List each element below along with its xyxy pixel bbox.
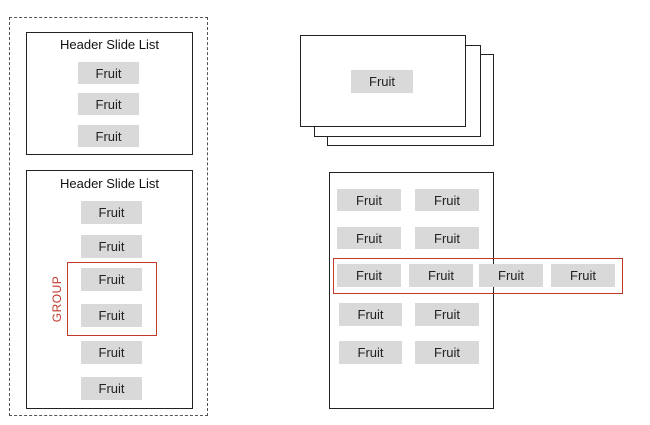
fruit-chip[interactable]: Fruit — [415, 227, 479, 249]
fruit-chip[interactable]: Fruit — [415, 189, 479, 211]
fruit-chip[interactable]: Fruit — [81, 304, 142, 327]
fruit-chip[interactable]: Fruit — [81, 341, 142, 364]
fruit-chip[interactable]: Fruit — [479, 264, 543, 287]
fruit-chip[interactable]: Fruit — [409, 264, 473, 287]
header-slide-list-2-title: Header Slide List — [60, 176, 159, 191]
fruit-chip[interactable]: Fruit — [415, 303, 479, 326]
header-slide-list-1-title: Header Slide List — [60, 37, 159, 52]
fruit-chip[interactable]: Fruit — [78, 62, 139, 84]
row-group-box — [333, 258, 623, 294]
fruit-chip[interactable]: Fruit — [81, 268, 142, 291]
fruit-chip[interactable]: Fruit — [337, 189, 401, 211]
fruit-chip[interactable]: Fruit — [78, 125, 139, 147]
fruit-chip[interactable]: Fruit — [81, 377, 142, 400]
fruit-chip[interactable]: Fruit — [78, 93, 139, 115]
fruit-chip[interactable]: Fruit — [81, 235, 142, 258]
outer-dashed-container — [9, 17, 208, 416]
fruit-chip[interactable]: Fruit — [339, 303, 402, 326]
fruit-chip[interactable]: Fruit — [339, 341, 402, 364]
fruit-chip[interactable]: Fruit — [551, 264, 615, 287]
group-box — [67, 262, 157, 336]
group-label: GROUP — [50, 275, 64, 323]
fruit-chip[interactable]: Fruit — [337, 227, 401, 249]
fruit-chip[interactable]: Fruit — [351, 70, 413, 93]
fruit-chip[interactable]: Fruit — [337, 264, 401, 287]
fruit-chip[interactable]: Fruit — [81, 201, 142, 224]
fruit-chip[interactable]: Fruit — [415, 341, 479, 364]
grid-panel — [329, 172, 494, 409]
